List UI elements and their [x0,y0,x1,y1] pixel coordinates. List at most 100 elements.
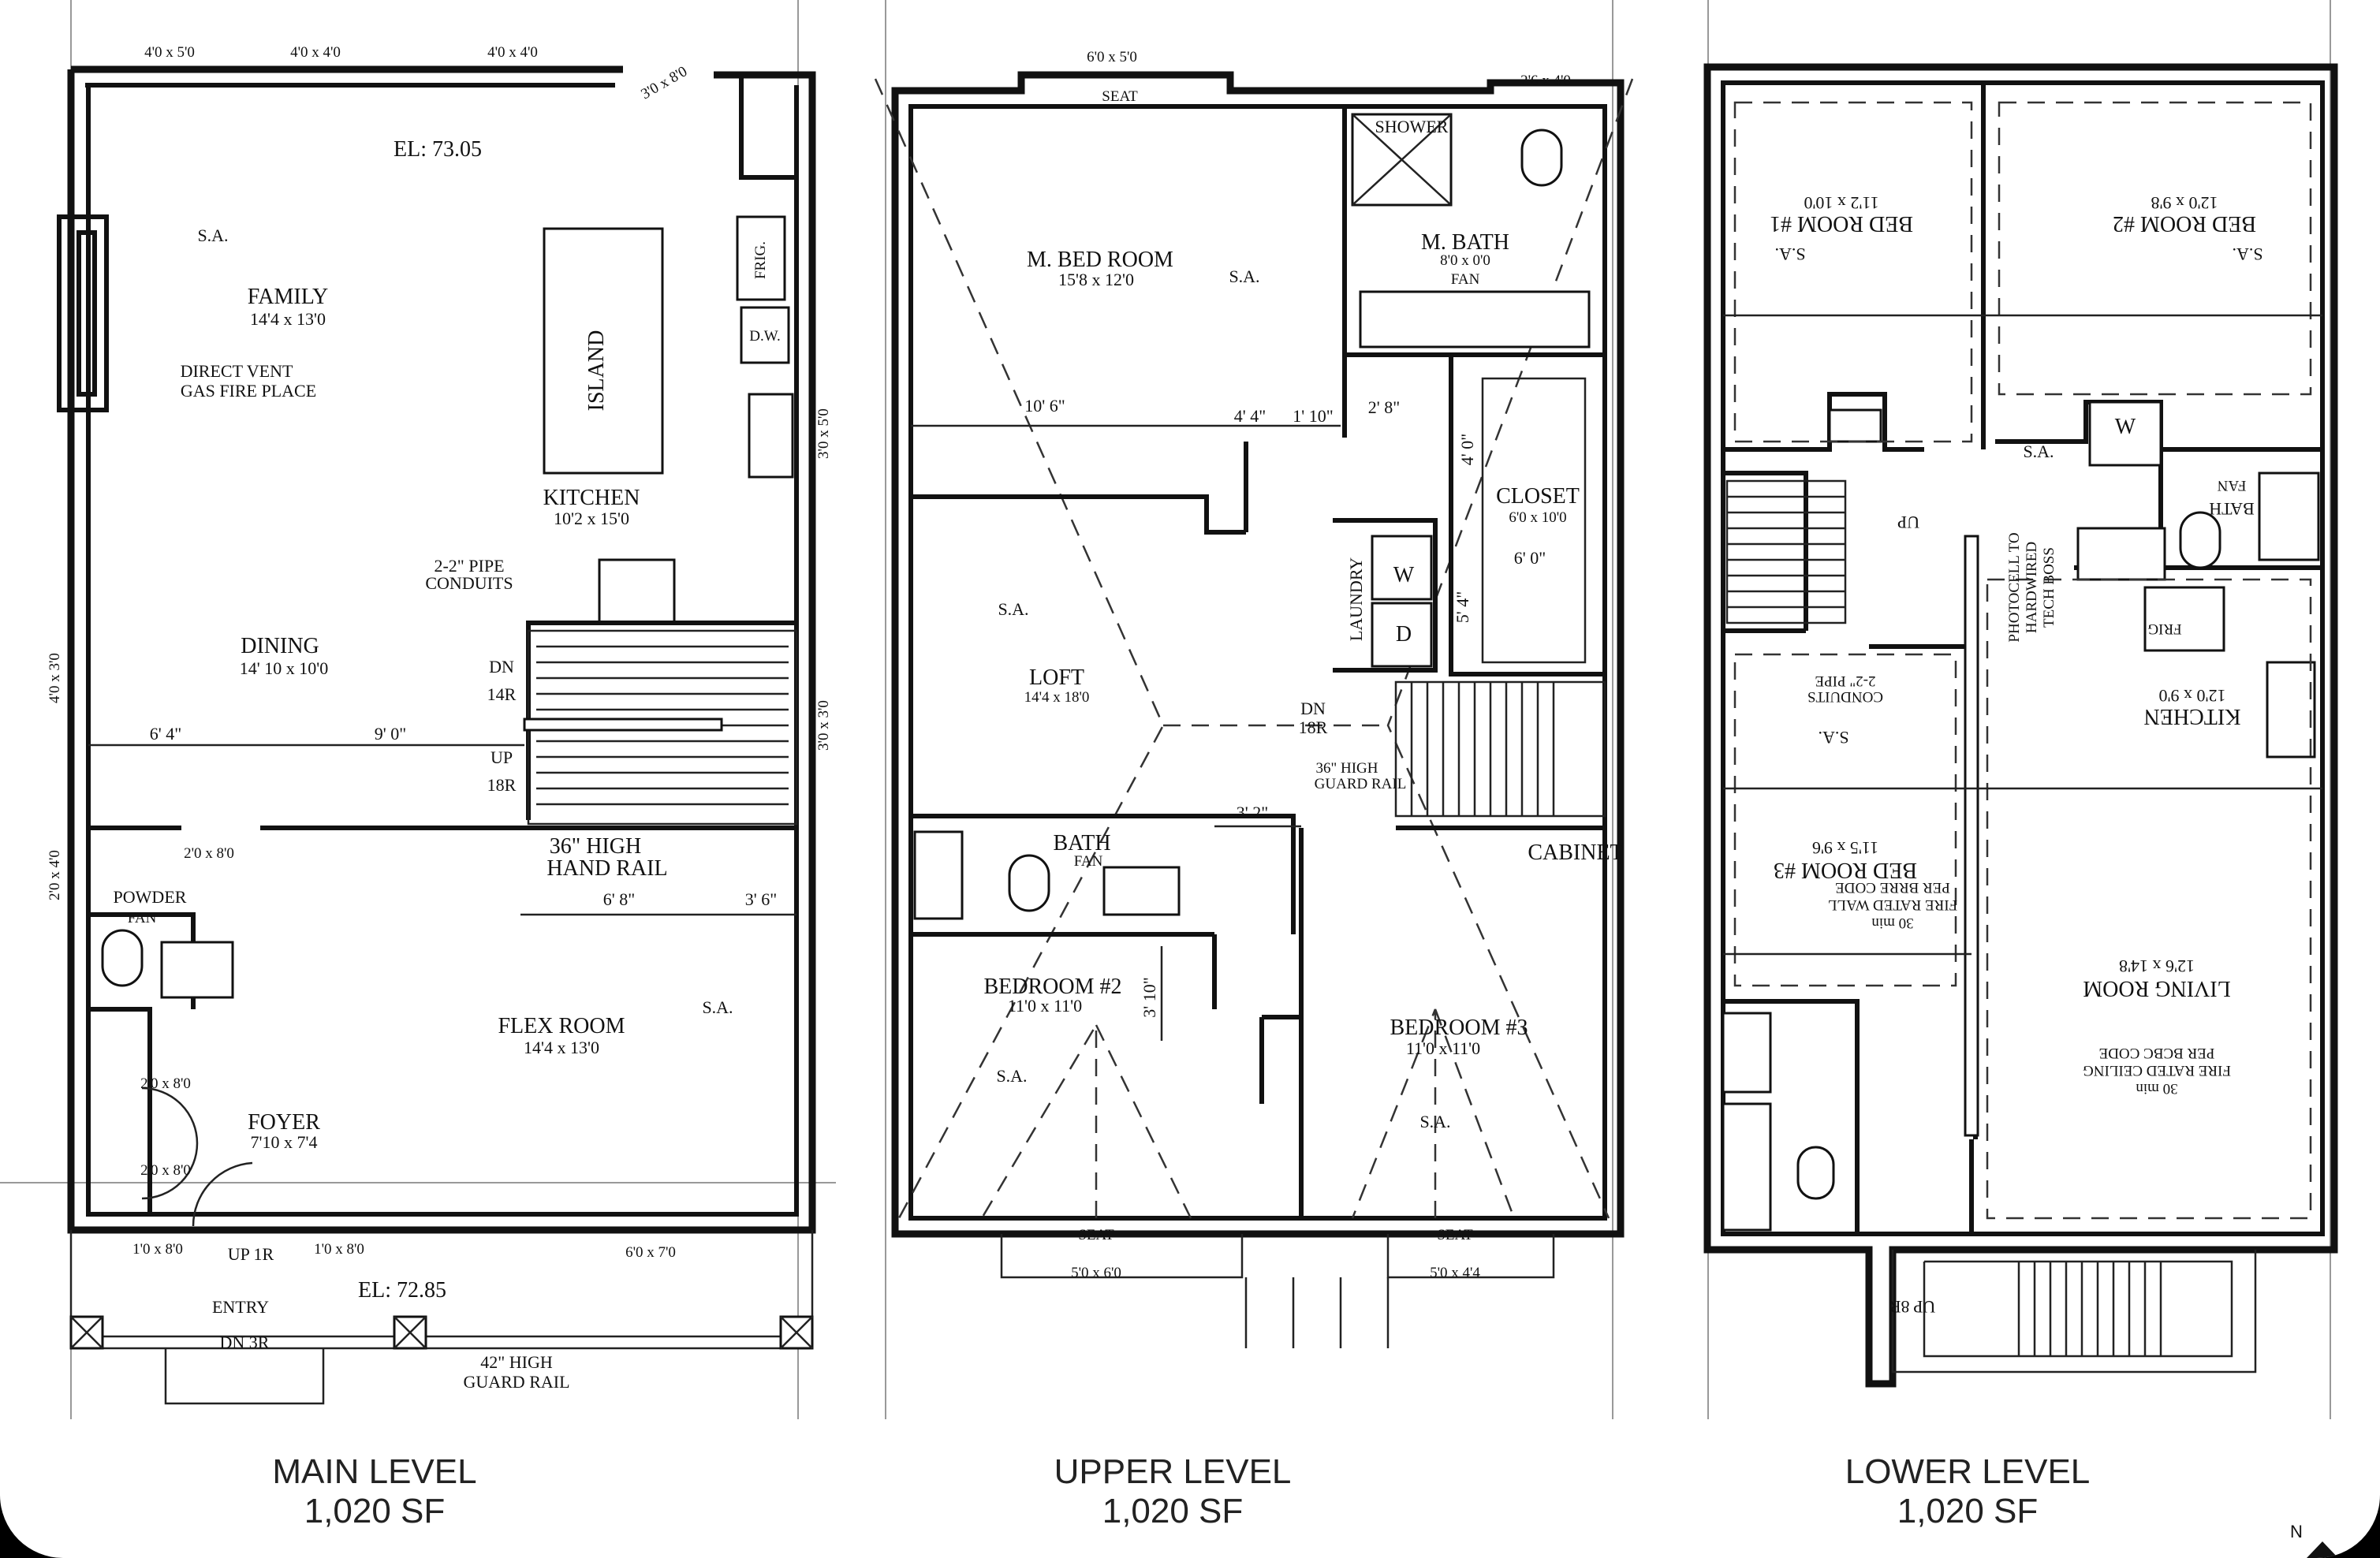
handrail-1: 36" HIGH [550,834,641,859]
north-arrow: N [2290,1522,2338,1558]
shower-label: SHOWER [1375,117,1449,136]
room-mbed-dim: 15'8 x 12'0 [1058,270,1134,289]
upper-win-top-r: 2'6 x 4'0 [1520,73,1571,89]
seat-top: SEAT [1102,88,1138,105]
room-flex-dim: 14'4 x 13'0 [524,1038,599,1057]
dim-3-10: 3' 10" [1140,977,1159,1017]
guard-rail-2: GUARD RAIL [463,1372,569,1392]
win-bot-3: 6'0 x 7'0 [625,1244,676,1261]
lower-tub [2258,472,2320,561]
room-bed3: BEDROOM #3 [1390,1016,1528,1040]
upper-rail-1: 36" HIGH [1316,760,1378,777]
stair-up: UP [491,747,513,767]
door-foyer-1: 2'0 x 8'0 [140,1075,191,1092]
upper-level-plan [874,71,1634,1348]
lower-exterior-stair [1891,1250,2257,1374]
seat-bot-1: SEAT [1078,1227,1114,1243]
main-el-bottom: EL: 72.85 [358,1278,446,1303]
seat-bot-2: SEAT [1437,1227,1473,1243]
powder-toilet [101,929,144,987]
win-left-2: 2'0 x 4'0 [47,850,63,900]
dim-3-6: 3' 6" [745,889,777,909]
bath-tub [913,830,964,920]
lower-up-8r: UP 8R [1889,1297,1935,1317]
dim-5-4: 5' 4" [1453,591,1472,623]
door-foyer-2: 2'0 x 8'0 [140,1162,191,1179]
room-closet: CLOSET [1496,484,1580,509]
kitchen-sink [748,393,794,479]
dim-3-2: 3' 2" [1237,803,1268,822]
upper-win-bot-2: 5'0 x 4'4 [1430,1265,1480,1281]
lower-pipe-2: CONDUITS [1807,688,1883,705]
dim-9-0: 9' 0" [375,724,406,744]
fire-ceil-3: PER BCBC CODE [2099,1045,2215,1061]
fire-wall-2: FIRE RATED WALL [1828,896,1957,913]
room-lower-living-dim: 12'6 x 14'8 [2119,956,2195,976]
room-foyer-dim: 7'10 x 7'4 [251,1132,318,1152]
main-level-area: 1,020 SF [304,1492,446,1530]
room-loft: LOFT [1029,665,1084,690]
door-top: 3'0 x 8'0 [638,63,690,102]
dim-4-4: 4' 4" [1234,406,1266,426]
fireplace-label-1: DIRECT VENT [181,361,293,381]
cabinet-label: CABINET [1528,840,1623,865]
lower-pipe-1: 2-2" PIPE [1815,673,1876,689]
lower-washer-dryer [2088,401,2162,467]
sa-bed2: S.A. [996,1066,1027,1086]
guard-rail-1: 42" HIGH [480,1352,553,1372]
main-el-top: EL: 73.05 [394,137,482,162]
lower-elec-panel [1828,408,1882,443]
powder-fan: FAN [128,910,157,926]
room-mbath: M. BATH [1421,230,1509,255]
upper-rail-2: GUARD RAIL [1315,776,1407,792]
dryer [1371,602,1433,668]
room-flex: FLEX ROOM [498,1014,625,1038]
washer-label: W [1393,563,1415,587]
upper-level-labels: 6'0 x 5'0 2'6 x 4'0 SEAT M. BED ROOM 15'… [983,49,1623,1281]
room-bath: BATH [1053,831,1110,855]
washer [1371,535,1433,601]
win-right-1: 3'0 x 5'0 [815,408,832,459]
roof-lines [874,78,1634,1219]
pipe-label-1: 2-2" PIPE [434,556,504,576]
room-lower-bed2: BED ROOM #2 [2113,211,2256,236]
bath-toilet [1008,854,1050,912]
lower-vanity [2076,527,2166,581]
sa-family: S.A. [197,226,228,245]
win-right-2: 3'0 x 3'0 [815,700,832,751]
room-kitchen: KITCHEN [543,486,640,510]
room-foyer: FOYER [248,1110,320,1135]
upper-level-area: 1,020 SF [1102,1492,1244,1530]
sa-lower-bed1: S.A. [1774,244,1805,264]
dim-2-8: 2' 8" [1368,397,1400,417]
door-powder: 2'0 x 8'0 [184,845,234,862]
dishwasher [740,306,790,364]
fire-ceil-1: 30 min [2136,1080,2178,1097]
win-top-1: 4'0 x 5'0 [144,44,195,61]
room-lower-bed1: BED ROOM #1 [1770,211,1913,236]
lower-toilet-2 [1796,1146,1835,1200]
sa-lower-hall: S.A. [2023,442,2054,461]
mbath-vanity [1359,290,1591,348]
lower-frig: FRIG [2147,621,2182,637]
room-mbath-dim: 8'0 x 0'0 [1440,252,1490,269]
dw-label: D.W. [749,328,780,345]
upper-level-title: UPPER LEVEL [1054,1452,1292,1491]
room-lower-living: LIVING ROOM [2083,976,2231,1001]
photocell-3: TECH BOSS [2041,547,2057,628]
win-bot-1: 1'0 x 8'0 [132,1241,183,1258]
lower-level-area: 1,020 SF [1897,1492,2039,1530]
room-loft-dim: 14'4 x 18'0 [1024,689,1090,706]
lower-range [2143,586,2225,652]
lower-w: W [2115,415,2136,439]
main-level-labels: EL: 73.05 FAMILY 14'4 x 13'0 DIRECT VENT… [47,44,832,1392]
lower-bath-fan: FAN [2217,477,2246,494]
room-powder: POWDER [114,887,187,907]
frig-label: FRIG. [752,241,769,279]
stair-up-r: 18R [487,775,517,795]
fire-wall-3: PER BRRE CODE [1835,879,1950,896]
lower-level-plan [1703,63,2338,1388]
dim-6-0: 6' 0" [1514,548,1546,568]
entry-porch [69,1230,814,1405]
